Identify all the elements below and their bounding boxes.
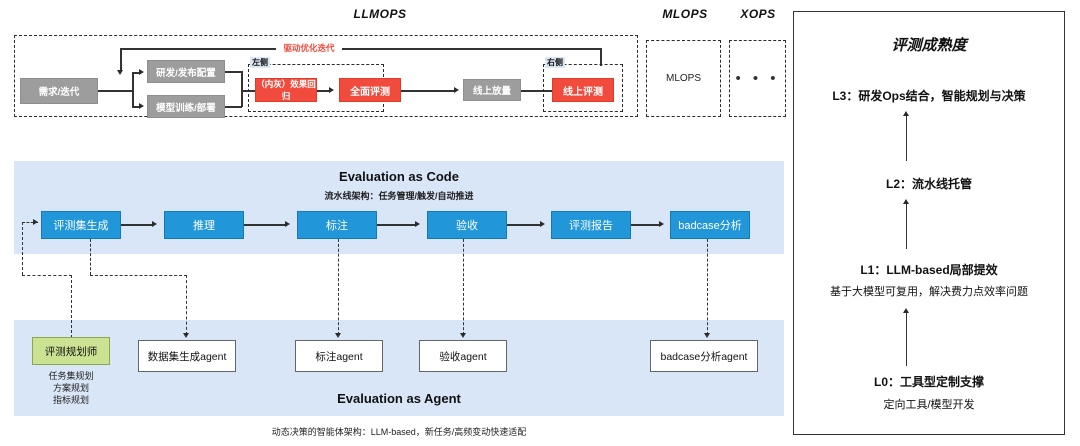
mlops-container (646, 40, 721, 117)
agent-box-annotation[interactable]: 标注agent (295, 340, 383, 372)
planner-loop-up (22, 222, 23, 275)
full-to-ramp-arrow (454, 87, 459, 93)
node-model-train[interactable]: 模型训练/部署 (147, 95, 225, 118)
dataset-agent-conn-up (90, 239, 91, 275)
demand-out-line (98, 90, 133, 92)
ramp-to-eval-line (521, 90, 553, 92)
gray-to-full-line (317, 90, 331, 92)
feedback-label: 驱动优化迭代 (276, 41, 342, 55)
right-side-tag: 右侧 (545, 57, 565, 68)
step-arrow-head-2 (285, 221, 290, 227)
xops-container (729, 40, 786, 117)
node-dev-release[interactable]: 研发/发布配置 (147, 60, 225, 83)
maturity-arrow-line-l1-l2 (906, 203, 907, 249)
evaluation-as-code-subheading: 流水线架构：任务管理/触发/自动推进 (324, 190, 474, 201)
agent-box-planner[interactable]: 评测规划师 (32, 337, 110, 365)
dataset-agent-arrow (183, 333, 189, 338)
maturity-arrow-head-l2-l3 (903, 111, 909, 116)
acceptance-agent-arrow (460, 333, 466, 338)
maturity-level-l3: L3：研发Ops结合，智能规划与决策 (832, 88, 1026, 103)
step-arrow-head-5 (659, 221, 664, 227)
planner-note-line-3: 指标规划 (52, 395, 89, 405)
feedback-line-top (120, 48, 602, 50)
xops-title: XOPS (740, 7, 776, 21)
evaluation-as-code-heading: Evaluation as Code (339, 168, 459, 184)
evaluation-as-code-panel (14, 161, 784, 254)
split-up-arrow (139, 69, 144, 75)
node-demand[interactable]: 需求/迭代 (20, 78, 98, 104)
maturity-level-l1: L1：LLM-based局部提效 (860, 262, 998, 277)
planner-loop-bottom (22, 275, 72, 276)
maturity-arrow-head-l0-l1 (903, 308, 909, 313)
node-gray-regression[interactable]: （内灰）效果回归 (255, 78, 317, 102)
xops-box-label: • • • (735, 70, 780, 87)
step-box-annotation[interactable]: 标注 (297, 211, 377, 239)
step-arrow-head-3 (415, 221, 420, 227)
agent-architecture-caption: 动态决策的智能体架构：LLM-based，新任务/高频变动快速适配 (271, 426, 527, 437)
maturity-title: 评测成熟度 (891, 36, 967, 54)
step-arrow-line-4 (507, 224, 542, 226)
agent-box-badcase[interactable]: badcase分析agent (650, 340, 758, 372)
node-online-ramp[interactable]: 线上放量 (463, 79, 521, 101)
badcase-agent-conn (707, 239, 708, 335)
maturity-level-l0: L0：工具型定制支撑 (873, 374, 984, 389)
node-online-eval[interactable]: 线上评测 (552, 78, 614, 102)
planner-note-line-2: 方案规划 (52, 383, 89, 393)
step-arrow-line-2 (244, 224, 287, 226)
split-v-line (132, 72, 134, 108)
annotation-agent-arrow (335, 333, 341, 338)
step-arrow-line-1 (121, 224, 154, 226)
agent-box-acceptance[interactable]: 验收agent (419, 340, 507, 372)
dataset-agent-conn-down (186, 275, 187, 335)
step-box-eval-set-gen[interactable]: 评测集生成 (41, 211, 121, 239)
maturity-desc-l1: 基于大模型可复用，解决费力点效率问题 (830, 286, 1028, 298)
right-subsection (543, 64, 623, 112)
planner-loop-down (71, 275, 72, 338)
feedback-line-left (120, 48, 122, 71)
planner-loop-top (22, 222, 38, 223)
full-to-ramp-line (401, 90, 456, 92)
feedback-arrow-head (117, 70, 123, 75)
merge-top-line (225, 71, 242, 73)
split-up-line (132, 72, 140, 74)
step-arrow-line-3 (377, 224, 417, 226)
maturity-arrow-head-l1-l2 (903, 199, 909, 204)
maturity-level-l2: L2：流水线托管 (885, 176, 972, 191)
step-arrow-head-4 (540, 221, 545, 227)
feedback-line-right (600, 48, 602, 66)
acceptance-agent-conn (463, 239, 464, 335)
maturity-arrow-line-l0-l1 (906, 312, 907, 366)
step-arrow-head-1 (152, 221, 157, 227)
badcase-agent-arrow (704, 333, 710, 338)
merge-v-line (241, 71, 243, 107)
merge-out-line (241, 90, 258, 92)
mlops-title: MLOPS (662, 7, 708, 21)
agent-box-dataset-gen[interactable]: 数据集生成agent (138, 340, 236, 372)
planner-loop-arrow (33, 219, 38, 225)
step-box-eval-report[interactable]: 评测报告 (551, 211, 631, 239)
maturity-desc-l0: 定向工具/模型开发 (883, 399, 975, 411)
step-box-inference[interactable]: 推理 (164, 211, 244, 239)
step-box-acceptance[interactable]: 验收 (427, 211, 507, 239)
annotation-agent-conn (338, 239, 339, 335)
split-down-arrow (139, 103, 144, 109)
node-full-eval[interactable]: 全面评测 (339, 78, 401, 102)
step-box-badcase-analysis[interactable]: badcase分析 (670, 211, 750, 239)
left-side-tag: 左侧 (250, 57, 270, 68)
planner-note-line-1: 任务集规划 (48, 371, 94, 381)
split-down-line (132, 106, 140, 108)
mlops-box-label: MLOPS (665, 73, 701, 84)
step-arrow-line-5 (631, 224, 661, 226)
dataset-agent-conn-h (90, 275, 187, 276)
maturity-panel (793, 11, 1065, 435)
planner-notes: 任务集规划 方案规划 指标规划 (22, 370, 120, 406)
maturity-arrow-line-l2-l3 (906, 115, 907, 161)
llmops-title: LLMOPS (353, 7, 407, 21)
merge-bottom-line (225, 106, 242, 108)
gray-to-full-arrow (329, 87, 334, 93)
evaluation-as-agent-heading: Evaluation as Agent (337, 390, 461, 406)
